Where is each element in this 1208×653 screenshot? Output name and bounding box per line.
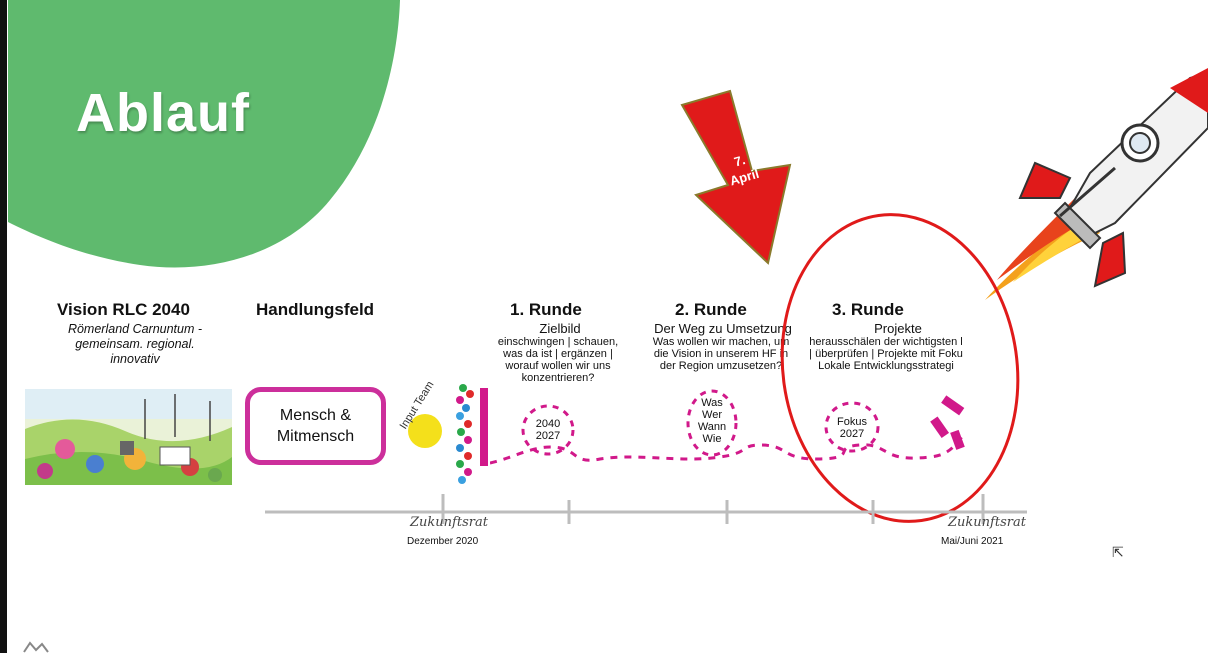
round-1-desc-line: einschwingen | schauen,: [497, 336, 619, 348]
round-2-heading: 2. Runde: [675, 300, 747, 319]
bubble-text: Was: [701, 397, 723, 409]
round-3-description: herausschälen der wichtigsten l | überpr…: [802, 336, 970, 372]
participant-dots: [456, 384, 488, 484]
box-line: Mitmensch: [276, 428, 355, 445]
round-3-topic: Projekte: [874, 321, 922, 336]
vision-subtitle-line: innovativ: [110, 352, 160, 366]
bubble-text: 2040: [535, 418, 561, 430]
left-edge-bar: [0, 0, 7, 653]
round-1-heading: 1. Runde: [510, 300, 582, 319]
round-1-bubble: 2040 2027: [524, 418, 572, 442]
bubble-text: Wer: [702, 409, 722, 421]
round-1-description: einschwingen | schauen, was da ist | erg…: [488, 336, 628, 384]
round-3-desc-line: | überprüfen | Projekte mit Foku: [809, 348, 963, 360]
dashed-path: [490, 389, 967, 465]
vision-subtitle-line: Römerland Carnuntum -: [67, 322, 203, 336]
round-2-desc-line: der Region umzusetzen?: [659, 360, 783, 372]
round-2-description: Was wollen wir machen, um die Vision in …: [646, 336, 796, 372]
bubble-text: Wann: [697, 421, 727, 433]
round-3-desc-line: herausschälen der wichtigsten l: [809, 336, 963, 348]
round-3-heading: 3. Runde: [832, 300, 904, 319]
green-blob-shape: [8, 0, 400, 268]
timeline-start-label: Dezember 2020: [407, 536, 479, 547]
round-1-topic: Zielbild: [539, 321, 581, 336]
bubble-text: Wie: [702, 433, 722, 445]
zukunftsrat-logo-start: Zukunftsrat: [410, 515, 488, 530]
zukunftsrat-logo-end: Zukunftsrat: [948, 515, 1026, 530]
bubble-text: 2027: [535, 430, 561, 442]
vision-subtitle: Römerland Carnuntum - gemeinsam. regiona…: [40, 322, 230, 367]
round-1-desc-line: worauf wollen wir uns: [505, 360, 611, 372]
footer-logo-icon: [23, 641, 49, 653]
round-2-bubble: Was Wer Wann Wie: [688, 397, 736, 445]
vision-subtitle-line: gemeinsam. regional.: [75, 337, 195, 351]
round-3-bubble: Fokus 2027: [828, 416, 876, 440]
timeline-axis: [265, 494, 1027, 524]
rocket-icon: [985, 68, 1208, 300]
mensch-mitmensch-box: Mensch & Mitmensch: [245, 387, 386, 465]
timeline-end-label: Mai/Juni 2021: [941, 536, 1004, 547]
bubble-text: Fokus: [837, 416, 867, 428]
round-2-topic: Der Weg zu Umsetzung: [654, 321, 792, 336]
round-1-desc-line: konzentrieren?: [521, 372, 595, 384]
input-team-sun-icon: [408, 414, 442, 448]
handlungsfeld-heading: Handlungsfeld: [256, 300, 375, 319]
round-2-desc-line: Was wollen wir machen, um: [652, 336, 790, 348]
highlight-ellipse: [780, 213, 1020, 523]
mouse-cursor-icon: ⇱: [1112, 544, 1124, 560]
vision-illustration-image: [25, 389, 232, 485]
round-2-desc-line: die Vision in unserem HF in: [653, 348, 789, 360]
page-title: Ablauf: [76, 83, 250, 143]
bubble-text: 2027: [839, 428, 865, 440]
vision-heading: Vision RLC 2040: [57, 300, 190, 319]
box-line: Mensch &: [279, 407, 352, 424]
round-3-desc-line: Lokale Entwicklungsstrategi: [818, 360, 954, 372]
round-1-desc-line: was da ist | ergänzen |: [503, 348, 613, 360]
red-down-arrow-icon: [680, 89, 792, 265]
